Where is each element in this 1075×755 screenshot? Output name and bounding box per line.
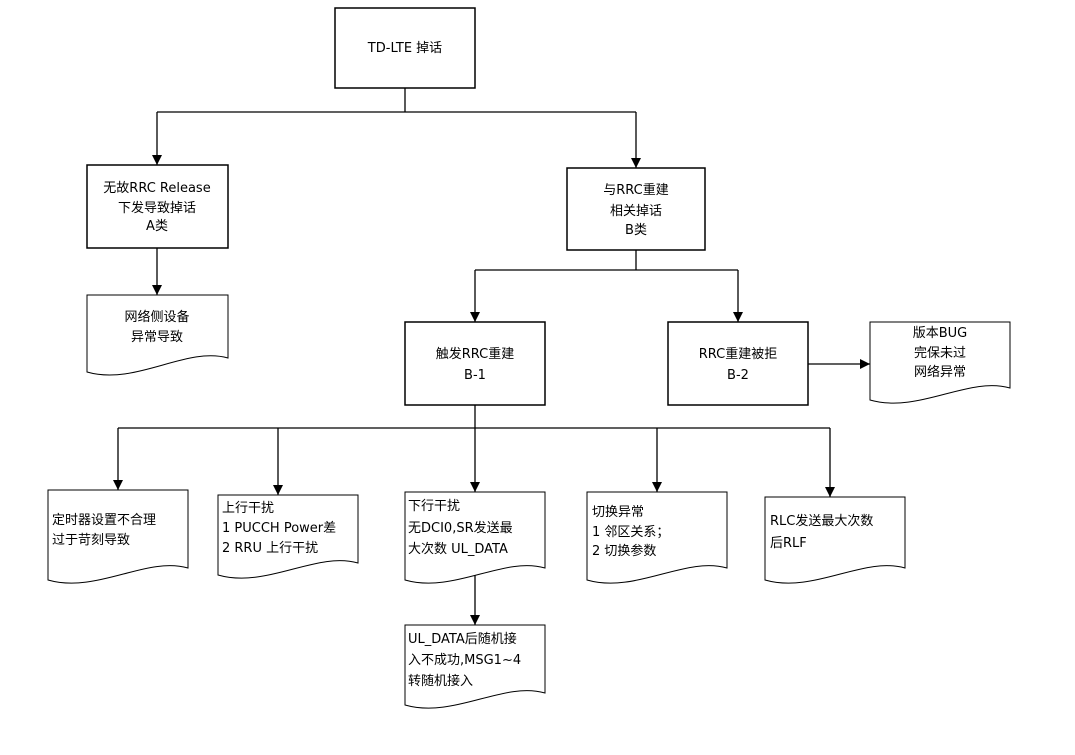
- doc-version-bug-shape: [869, 321, 1011, 404]
- doc-network-equipment: 网络侧设备 异常导致: [86, 294, 229, 376]
- doc-version-bug: 版本BUG 完保未过 网络异常: [869, 321, 1011, 404]
- doc-random-access-line-3: 转随机接入: [408, 673, 473, 689]
- doc-network-equipment-line-1: 网络侧设备: [124, 309, 189, 325]
- doc-downlink-interference: 下行干扰 无DCI0,SR发送最 大次数 UL_DATA: [404, 491, 546, 584]
- doc-random-access-shape: [404, 624, 546, 709]
- node-a-line-2: 下发导致掉话: [118, 200, 196, 216]
- doc-rlc-line-2: 后RLF: [770, 536, 807, 551]
- doc-handover-shape: [586, 491, 728, 584]
- doc-uplink-interference-line-2: 1 PUCCH Power差: [222, 521, 336, 536]
- doc-downlink-interference-line-1: 下行干扰: [408, 499, 460, 514]
- node-a-box: [86, 164, 229, 249]
- doc-random-access-line-2: 入不成功,MSG1~4: [408, 653, 521, 668]
- node-root-label: TD-LTE 掉话: [367, 41, 442, 56]
- doc-timer-line-2: 过于苛刻导致: [52, 533, 130, 548]
- node-a-class: 无故RRC Release 下发导致掉话 A类: [86, 164, 229, 249]
- node-b2: RRC重建被拒 B-2: [667, 321, 809, 406]
- doc-handover-line-3: 2 切换参数: [592, 543, 656, 559]
- node-b2-line-1: RRC重建被拒: [699, 346, 778, 362]
- connector-b1-split: [118, 405, 830, 429]
- doc-version-bug-line-2: 完保未过: [914, 346, 966, 361]
- node-a-line-3: A类: [146, 219, 168, 234]
- doc-version-bug-line-3: 网络异常: [914, 364, 966, 380]
- node-b-class: 与RRC重建 相关掉话 B类: [566, 167, 706, 251]
- node-b-line-1: 与RRC重建: [603, 182, 669, 198]
- node-b-line-2: 相关掉话: [610, 204, 662, 219]
- doc-version-bug-line-1: 版本BUG: [913, 326, 968, 341]
- node-root: TD-LTE 掉话: [334, 7, 476, 89]
- connector-root-split: [157, 88, 636, 113]
- doc-uplink-interference-line-1: 上行干扰: [222, 501, 274, 516]
- node-b1-line-2: B-1: [464, 368, 486, 383]
- doc-random-access-line-1: UL_DATA后随机接: [408, 631, 517, 647]
- doc-downlink-interference-line-3: 大次数 UL_DATA: [408, 541, 508, 557]
- doc-uplink-interference-line-3: 2 RRU 上行干扰: [222, 541, 318, 556]
- doc-rlc: RLC发送最大次数 后RLF: [764, 496, 906, 584]
- doc-handover-line-2: 1 邻区关系；: [592, 525, 669, 540]
- doc-rlc-shape: [764, 496, 906, 584]
- doc-network-equipment-shape: [86, 294, 229, 376]
- doc-timer-line-1: 定时器设置不合理: [52, 513, 156, 528]
- node-b2-box: [667, 321, 809, 406]
- node-b1: 触发RRC重建 B-1: [404, 321, 546, 406]
- node-b1-line-1: 触发RRC重建: [436, 346, 515, 362]
- node-a-line-1: 无故RRC Release: [103, 181, 210, 196]
- doc-downlink-interference-line-2: 无DCI0,SR发送最: [408, 520, 513, 536]
- doc-network-equipment-line-2: 异常导致: [131, 330, 183, 345]
- doc-uplink-interference: 上行干扰 1 PUCCH Power差 2 RRU 上行干扰: [217, 494, 359, 579]
- doc-timer-shape: [47, 489, 189, 584]
- connector-b-split: [475, 250, 738, 271]
- node-b2-line-2: B-2: [727, 368, 749, 383]
- doc-rlc-line-1: RLC发送最大次数: [770, 513, 873, 529]
- doc-downlink-interference-shape: [404, 491, 546, 584]
- node-b-box: [566, 167, 706, 251]
- node-b1-box: [404, 321, 546, 406]
- doc-uplink-interference-shape: [217, 494, 359, 579]
- doc-timer: 定时器设置不合理 过于苛刻导致: [47, 489, 189, 584]
- node-b-line-3: B类: [625, 223, 647, 238]
- node-root-box: [334, 7, 476, 89]
- doc-handover: 切换异常 1 邻区关系； 2 切换参数: [586, 491, 728, 584]
- doc-random-access: UL_DATA后随机接 入不成功,MSG1~4 转随机接入: [404, 624, 546, 709]
- doc-handover-line-1: 切换异常: [592, 505, 644, 520]
